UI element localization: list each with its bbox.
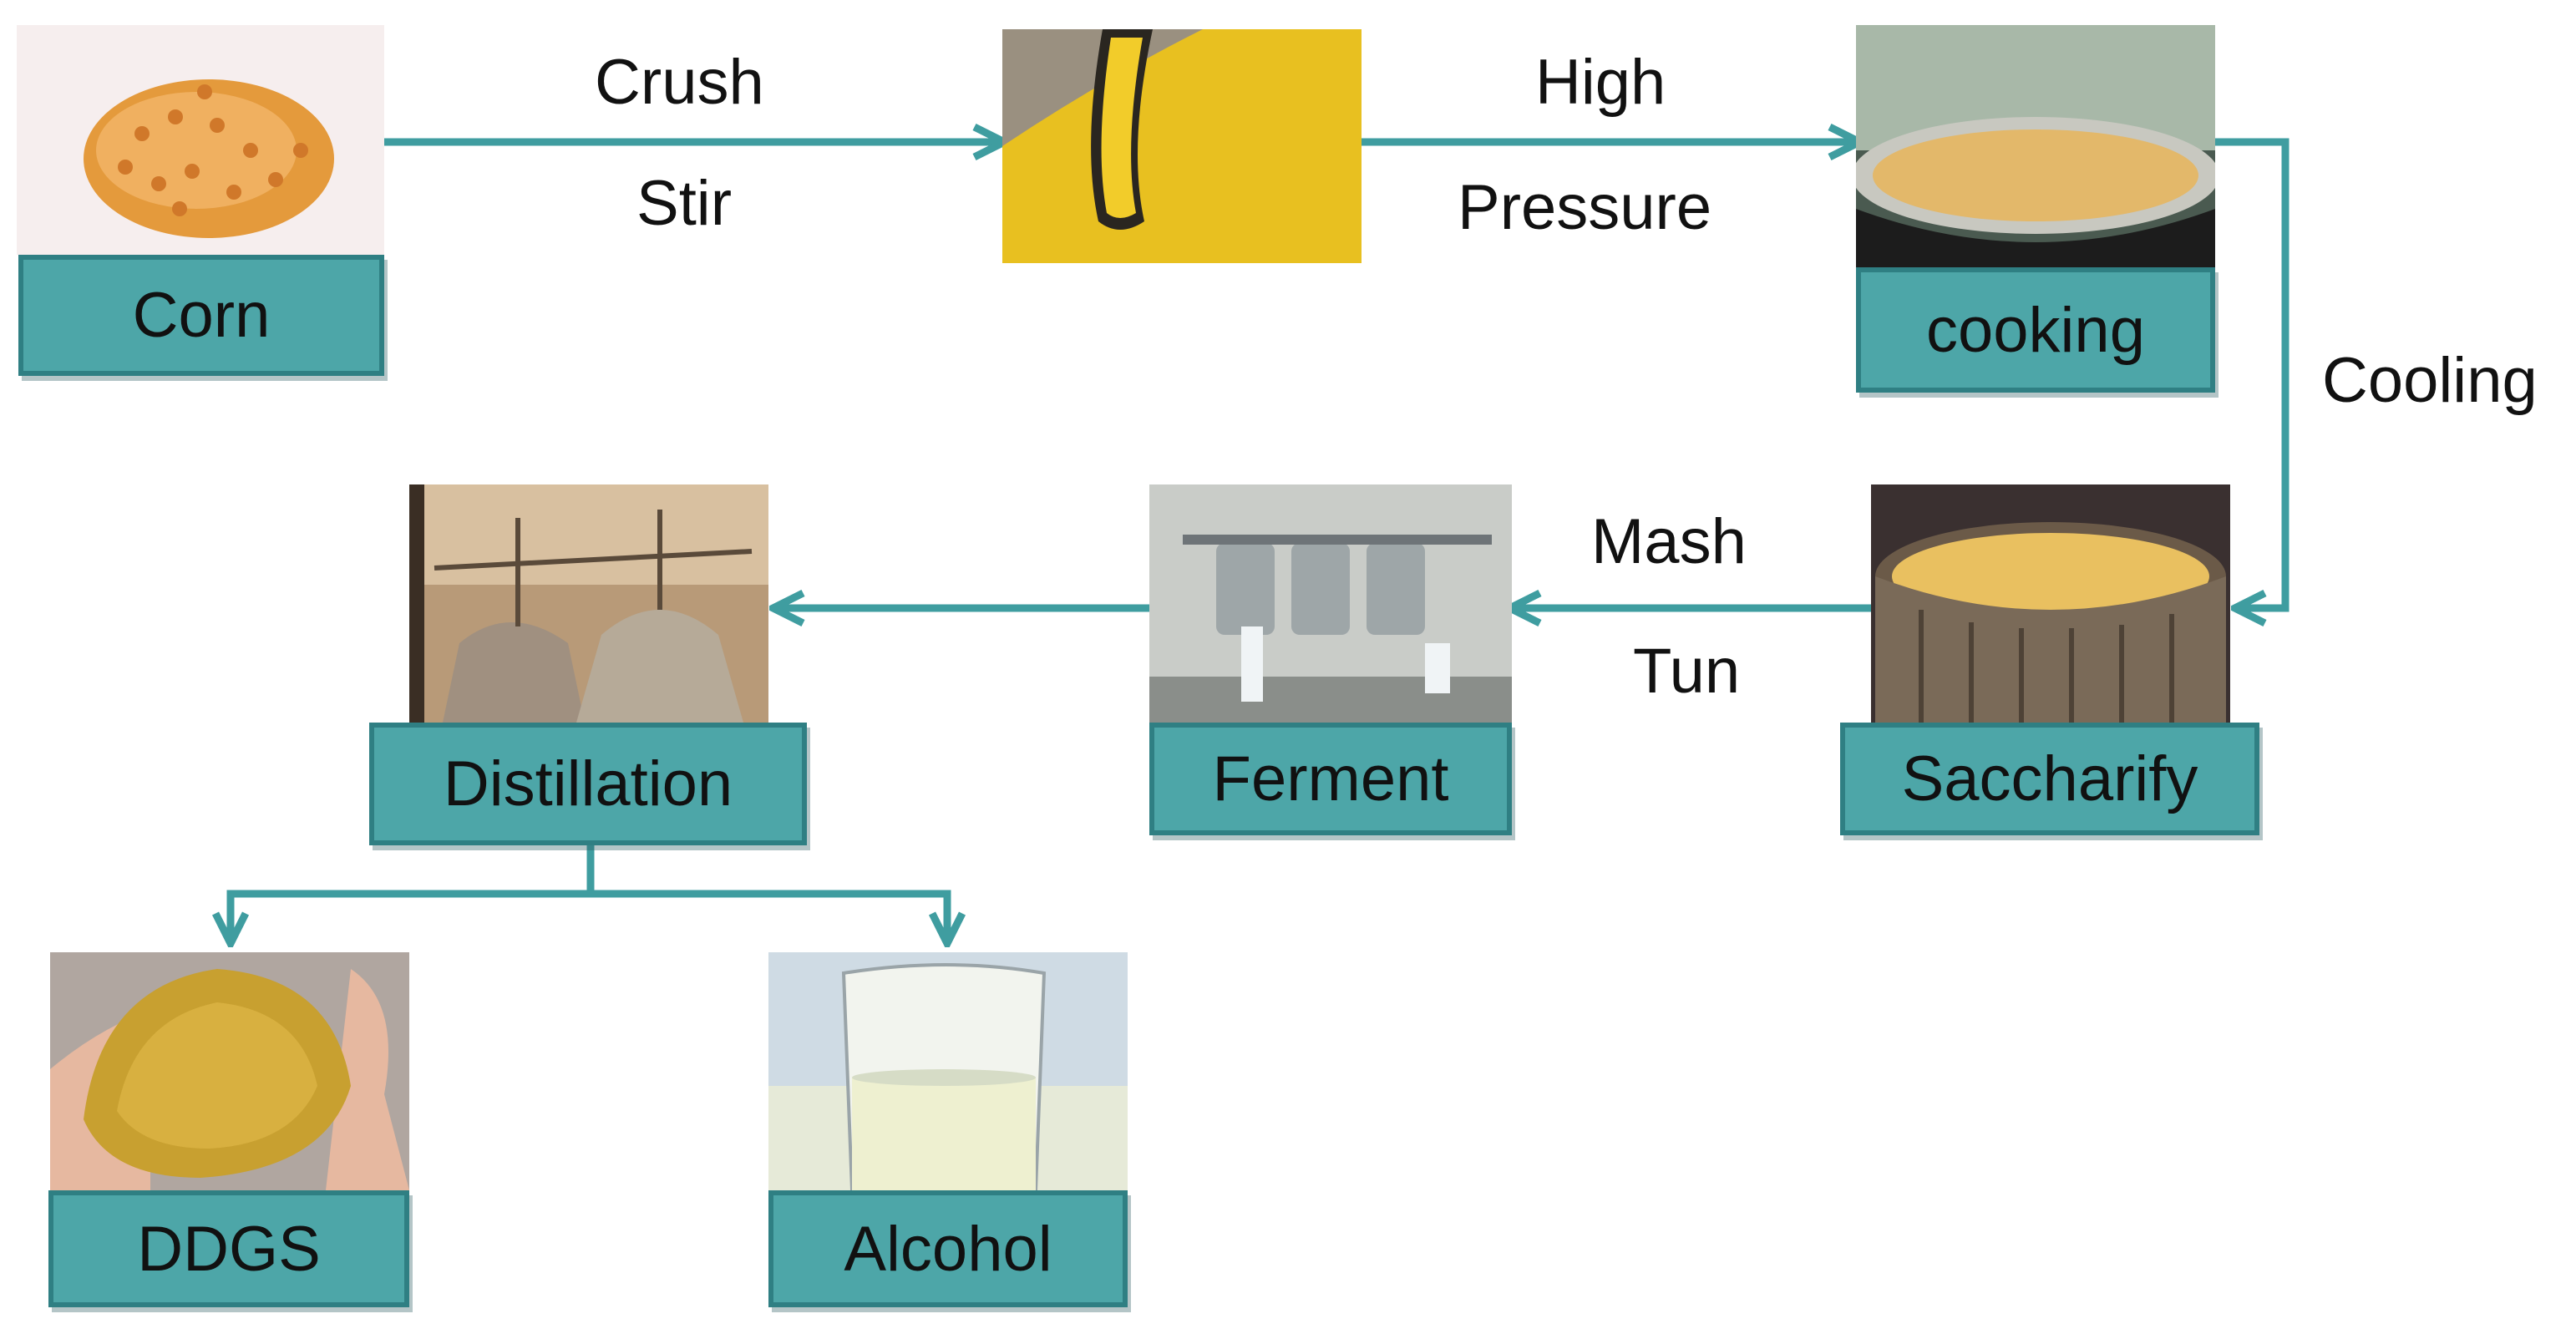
node-alcohol: Alcohol [768, 1190, 1128, 1307]
arrow-cooking-to-saccharify [2211, 138, 2289, 608]
node-cooking: cooking [1856, 267, 2215, 393]
node-ferment: Ferment [1149, 723, 1512, 835]
crushed-corn-scoop-photo [1002, 29, 1362, 263]
connector-distillation-split [231, 841, 595, 940]
wooden-vat-photo [1871, 484, 2230, 723]
ddgs-hand-photo [50, 952, 409, 1190]
fermentation-tanks-photo [1149, 484, 1512, 723]
edge-label-high: High [1535, 47, 1666, 118]
edge-label-pressure: Pressure [1458, 172, 1712, 243]
corn-kernels-photo [17, 25, 384, 255]
alcohol-glass-photo [768, 952, 1128, 1190]
edge-label-tun: Tun [1633, 636, 1741, 707]
node-saccharify: Saccharify [1840, 723, 2259, 835]
node-corn: Corn [18, 255, 384, 376]
node-distillation: Distillation [369, 723, 807, 845]
edge-label-cooling: Cooling [2322, 345, 2538, 416]
edge-label-crush: Crush [595, 47, 764, 118]
distillation-still-photo [409, 484, 768, 723]
edge-label-stir: Stir [636, 168, 732, 239]
connector-distillation-alcohol [586, 890, 947, 940]
cooking-vat-photo [1856, 25, 2215, 267]
edge-label-mash: Mash [1591, 506, 1747, 577]
node-ddgs: DDGS [48, 1190, 409, 1307]
